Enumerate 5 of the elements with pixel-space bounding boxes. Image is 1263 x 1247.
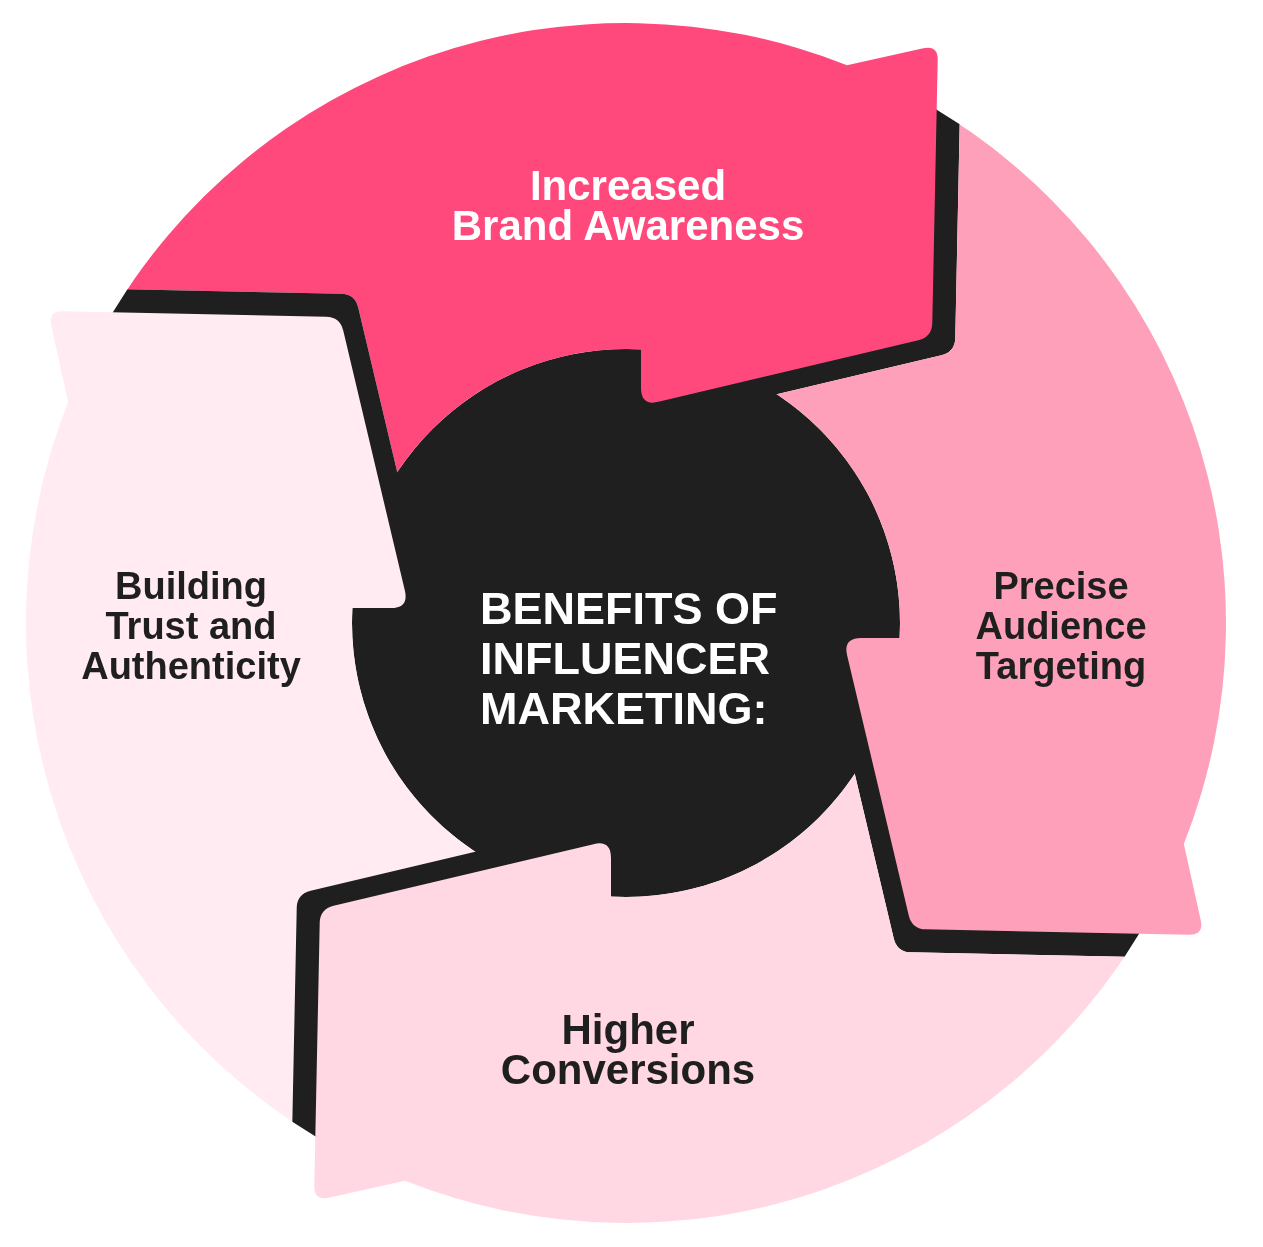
segment-label: Increased Brand Awareness [451, 166, 805, 246]
segment-label: Building Trust and Authenticity [81, 566, 301, 686]
center-title: BENEFITS OF INFLUENCER MARKETING: [480, 584, 778, 734]
segment-label: Higher Conversions [500, 1010, 756, 1090]
segment-label: Precise Audience Targeting [975, 566, 1147, 686]
